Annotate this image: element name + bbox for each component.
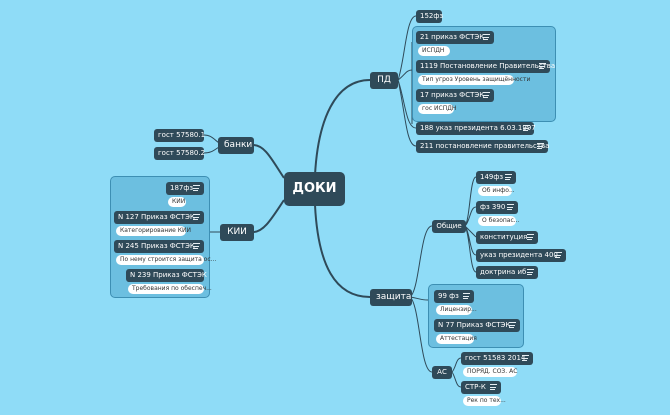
- kii-node[interactable]: КИИ: [220, 224, 254, 241]
- obshie-node[interactable]: Общие: [432, 220, 466, 233]
- notes-icon: [509, 322, 516, 328]
- as-node[interactable]: АС: [432, 366, 452, 379]
- ukaz188-label: 188 указ президента 6.03.1997: [420, 124, 536, 132]
- fz99-label: 99 фз: [438, 292, 459, 300]
- prikaz127-node[interactable]: N 127 Приказ ФСТЭК: [114, 211, 204, 224]
- banki-node[interactable]: банки: [218, 137, 254, 154]
- fz187-node[interactable]: 187фз: [166, 182, 204, 195]
- prikaz77-note: Аттестация: [436, 334, 477, 344]
- notes-icon: [505, 174, 512, 180]
- link-as-items: [451, 357, 462, 388]
- center-node[interactable]: ДОКИ: [284, 172, 345, 206]
- notes-icon: [555, 252, 562, 258]
- link-pd-152: [397, 15, 417, 81]
- fz149-label: 149фз: [480, 173, 504, 181]
- prikaz245-label: N 245 Приказ ФСТЭК: [118, 242, 195, 250]
- notes-icon: [527, 234, 534, 240]
- notes-icon: [483, 92, 490, 98]
- gost51583-label: гост 51583 2014: [465, 354, 526, 362]
- ukaz188-node[interactable]: 188 указ президента 6.03.1997: [416, 122, 536, 135]
- fz390-node[interactable]: фз 390: [476, 201, 518, 214]
- prikaz245-node[interactable]: N 245 Приказ ФСТЭК: [114, 240, 204, 253]
- prikaz17-label: 17 приказ ФСТЭК: [420, 91, 485, 99]
- prikaz239-node[interactable]: N 239 Приказ ФСТЭК: [126, 269, 207, 282]
- post1119-note: Тип угроз Уровень защищённости: [418, 75, 530, 85]
- ukaz400-node[interactable]: указ президента 400: [476, 249, 566, 262]
- prikaz127-note: Категорирование КИИ: [116, 226, 191, 236]
- doktrina-node[interactable]: доктрина иб: [476, 266, 538, 279]
- fz149-note: Об инфо...: [478, 186, 515, 196]
- fz99-note: Лицензир...: [436, 305, 477, 315]
- fz152-node[interactable]: 152фз: [416, 10, 443, 23]
- link-center-zashita: [314, 204, 371, 298]
- fz187-label: 187фз: [170, 184, 194, 192]
- prikaz127-label: N 127 Приказ ФСТЭК: [118, 213, 195, 221]
- prikaz21-node[interactable]: 21 приказ ФСТЭК: [416, 31, 494, 44]
- fz390-label: фз 390: [480, 203, 506, 211]
- fz187-note: КИИ: [168, 197, 186, 207]
- notes-icon: [539, 63, 546, 69]
- link-center-kii: [252, 199, 285, 233]
- notes-icon: [522, 355, 529, 361]
- link-obshie-items: [464, 176, 477, 273]
- notes-icon: [523, 125, 530, 131]
- prikaz77-label: N 77 Приказ ФСТЭК: [438, 321, 511, 329]
- strk-label: СТР-К: [465, 383, 486, 391]
- notes-icon: [463, 293, 470, 299]
- prikaz21-note: ИСПДН: [418, 46, 450, 56]
- link-zashita-as: [409, 296, 433, 373]
- doktrina-label: доктрина иб: [480, 268, 527, 276]
- notes-icon: [483, 34, 490, 40]
- prikaz239-note: Требования по обеспеч...: [128, 284, 212, 294]
- fz390-note: О безопас...: [478, 216, 520, 226]
- konstitucia-label: конституция: [480, 233, 528, 241]
- prikaz245-note: По нему строится защита ос...: [116, 255, 216, 265]
- gost51583-note: ПОРЯД. СОЗ. АС: [463, 367, 517, 377]
- notes-icon: [193, 243, 200, 249]
- strk-note: Рек по тех...: [463, 396, 506, 406]
- fz149-node[interactable]: 149фз: [476, 171, 516, 184]
- notes-icon: [507, 204, 514, 210]
- notes-icon: [537, 143, 544, 149]
- pd-node[interactable]: ПД: [370, 72, 398, 89]
- gost2-node[interactable]: гост 57580.2: [154, 147, 205, 160]
- ukaz400-label: указ президента 400: [480, 251, 558, 259]
- notes-icon: [193, 185, 200, 191]
- prikaz17-note: гос ИСПДН: [418, 104, 456, 114]
- zashita-node[interactable]: защита: [370, 289, 412, 306]
- prikaz17-node[interactable]: 17 приказ ФСТЭК: [416, 89, 494, 102]
- link-center-banki: [252, 144, 285, 179]
- notes-icon: [527, 269, 534, 275]
- prikaz77-node[interactable]: N 77 Приказ ФСТЭК: [434, 319, 520, 332]
- link-zashita-obshie: [409, 225, 433, 298]
- link-center-pd: [314, 79, 371, 176]
- strk-node[interactable]: СТР-К: [461, 381, 501, 394]
- post1119-node[interactable]: 1119 Постановление Правительства: [416, 60, 555, 73]
- prikaz21-label: 21 приказ ФСТЭК: [420, 33, 485, 41]
- link-zashita-group: [409, 296, 429, 301]
- konstitucia-node[interactable]: конституция: [476, 231, 538, 244]
- fz99-node[interactable]: 99 фз: [434, 290, 474, 303]
- post1119-label: 1119 Постановление Правительства: [420, 62, 556, 70]
- link-pd-group: [397, 69, 413, 81]
- post211-label: 211 постановление правительства: [420, 142, 550, 150]
- gost1-node[interactable]: гост 57580.1: [154, 129, 205, 142]
- notes-icon: [193, 214, 200, 220]
- post211-node[interactable]: 211 постановление правительства: [416, 140, 550, 153]
- link-pd-211: [397, 79, 417, 147]
- gost51583-node[interactable]: гост 51583 2014: [461, 352, 533, 365]
- notes-icon: [490, 384, 497, 390]
